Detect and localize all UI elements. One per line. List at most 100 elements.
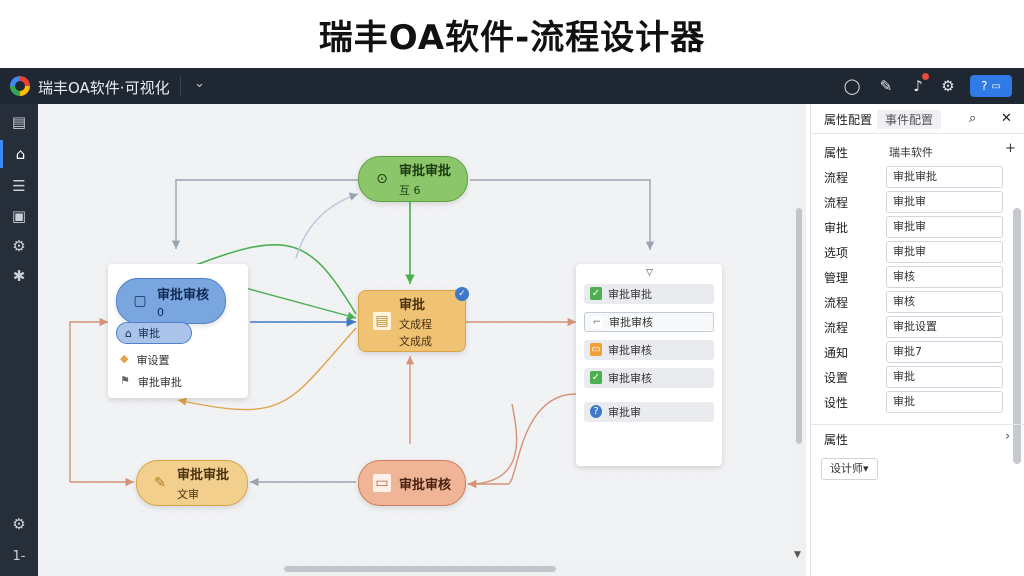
edge-right-to-bottom xyxy=(467,403,518,489)
prop-label: 流程 xyxy=(824,196,849,210)
properties-panel: 属性配置 事件配置 ⌕ ✕ 属性 瑞丰软件 + 流程 审批审批 流程 审批审 审… xyxy=(810,104,1024,576)
prop-input[interactable]: 审批审 xyxy=(886,191,1003,213)
scroll-thumb[interactable] xyxy=(284,566,556,572)
prop-label: 流程 xyxy=(824,321,849,335)
keyboard-icon: ▭ xyxy=(991,80,1001,92)
top-bar: 瑞丰OA软件·可视化 ⌄ ◯ ✎ ♪ ⚙ ? ▭ xyxy=(0,68,1024,104)
bell-icon[interactable]: ◯ xyxy=(843,77,861,95)
left-card-chip[interactable]: ⌂ 审批 xyxy=(116,322,192,344)
list-icon[interactable]: ☰ xyxy=(12,177,26,195)
edit-icon: ⌐ xyxy=(591,316,603,329)
prop-label: 审批 xyxy=(824,221,849,235)
flow-node-bottom-left[interactable]: ✎ 审批审批 文审 xyxy=(136,460,248,506)
help-icon: ? xyxy=(590,405,602,418)
node-title: 审批审批 xyxy=(399,164,452,179)
gear-icon[interactable]: ⚙ xyxy=(941,77,955,95)
edge-left-to-center-green xyxy=(237,285,357,320)
prop-label: 设置 xyxy=(824,371,849,385)
prop-label: 流程 xyxy=(824,171,849,185)
gear-icon-bottom[interactable]: ⚙ xyxy=(12,515,26,533)
rail-footer-label: 1- xyxy=(12,548,26,564)
prop-value: 瑞丰软件 xyxy=(889,146,933,159)
prop-label: 设性 xyxy=(824,396,849,410)
flow-node-bottom-center[interactable]: ▭ 审批审核 xyxy=(358,460,466,506)
designer-dropdown-button[interactable]: 设计师▾ xyxy=(821,458,878,480)
connector-layer xyxy=(69,179,655,489)
prop-input[interactable]: 审批 xyxy=(886,391,1003,413)
check-icon: ✓ xyxy=(590,371,602,384)
item-label: 审设置 xyxy=(136,354,170,367)
collapse-icon[interactable]: ▽ xyxy=(646,268,653,278)
left-toolbar: ▤ ⌂ ☰ ▣ ⚙ ✱ ⚙ 1- xyxy=(0,104,38,576)
right-card-row[interactable]: ? 审批审 xyxy=(584,402,714,422)
canvas-horizontal-scrollbar[interactable] xyxy=(38,562,806,576)
row-label: 审批审 xyxy=(608,406,641,419)
edge-left-to-top xyxy=(295,192,359,259)
prop-input[interactable]: 审批审 xyxy=(886,241,1003,263)
edit-icon: ✎ xyxy=(154,475,166,491)
gear-icon[interactable]: ✱ xyxy=(12,267,26,285)
row-label: 审批审核 xyxy=(608,344,652,357)
edge-top-to-right xyxy=(470,179,655,250)
edge-top-to-left xyxy=(171,179,358,249)
tab-events[interactable]: 事件配置 xyxy=(877,110,942,129)
left-card[interactable]: ▢ 审批审核 0 ⌂ 审批 ◆ 审设置 ⚑ 审批审批 xyxy=(108,264,248,398)
flow-canvas[interactable]: ⊙ 审批审批 互 6 ▤ 审批 文成程 文成成 ✓ ▢ 审批审核 0 ⌂ 审批 … xyxy=(38,104,806,576)
edge-center-to-left xyxy=(177,244,357,315)
flow-node-top[interactable]: ⊙ 审批审批 互 6 xyxy=(358,156,468,202)
home-icon[interactable]: ⌂ xyxy=(0,140,38,168)
app-window: 瑞丰OA软件·可视化 ⌄ ◯ ✎ ♪ ⚙ ? ▭ ▤ ⌂ ☰ ▣ ⚙ ✱ ⚙ 1… xyxy=(0,68,1024,576)
prop-input[interactable]: 审核 xyxy=(886,291,1003,313)
document-icon[interactable]: ▤ xyxy=(11,113,27,131)
flow-node-left[interactable]: ▢ 审批审核 0 xyxy=(116,278,226,324)
prop-input[interactable]: 审批7 xyxy=(886,341,1003,363)
prop-input[interactable]: 审批审 xyxy=(886,216,1003,238)
edge-bottom-to-right xyxy=(468,393,577,485)
prop-input[interactable]: 审批设置 xyxy=(886,316,1003,338)
right-card-row[interactable]: ⌐ 审批审核 xyxy=(584,312,714,332)
right-card-row[interactable]: ✓ 审批审核 xyxy=(584,368,714,388)
card-icon: ▭ xyxy=(373,474,391,492)
panel-scrollbar[interactable] xyxy=(1013,208,1021,464)
image-icon: ▤ xyxy=(373,312,391,330)
prop-label: 通知 xyxy=(824,346,849,360)
panel-tabs: 属性配置 事件配置 ⌕ ✕ xyxy=(811,104,1024,134)
home-icon: ⌂ xyxy=(125,326,132,340)
left-card-item[interactable]: ⚑ 审批审批 xyxy=(120,374,182,390)
node-title: 审批 xyxy=(399,297,426,313)
help-label: ? xyxy=(981,79,988,93)
document-icon: ▢ xyxy=(133,293,147,309)
prop-input[interactable]: 审核 xyxy=(886,266,1003,288)
page-banner: 瑞丰OA软件-流程设计器 xyxy=(0,0,1024,68)
right-card-row[interactable]: ✓ 审批审批 xyxy=(584,284,714,304)
divider xyxy=(811,424,1024,425)
node-subtitle-2: 文成成 xyxy=(399,334,432,348)
left-card-item[interactable]: ◆ 审设置 xyxy=(120,352,169,368)
canvas-vertical-scrollbar[interactable]: ▼ xyxy=(792,104,806,562)
right-card-row[interactable]: ▭ 审批审核 xyxy=(584,340,714,360)
chevron-right-icon[interactable]: › xyxy=(1005,429,1011,444)
node-title: 审批审核 xyxy=(157,287,210,303)
user-icon: ⚑ xyxy=(120,374,130,387)
node-title: 审批审核 xyxy=(399,477,452,493)
help-button[interactable]: ? ▭ xyxy=(970,75,1012,97)
clipboard-icon[interactable]: ▣ xyxy=(11,207,27,225)
item-label: 审批审批 xyxy=(137,376,182,389)
chevron-down-icon[interactable]: ▼ xyxy=(794,550,801,560)
prop-input[interactable]: 审批 xyxy=(886,366,1003,388)
prop-label: 选项 xyxy=(824,246,849,260)
add-icon[interactable]: + xyxy=(1005,141,1016,156)
tab-properties[interactable]: 属性配置 xyxy=(824,113,873,127)
chevron-down-icon[interactable]: ⌄ xyxy=(194,76,205,91)
close-icon[interactable]: ✕ xyxy=(1001,111,1012,126)
flow-node-center[interactable]: ▤ 审批 文成程 文成成 ✓ xyxy=(358,287,469,352)
notification-icon[interactable]: ♪ xyxy=(913,77,923,95)
right-card[interactable]: ▽ ✓ 审批审批 ⌐ 审批审核 ▭ 审批审核 ✓ 审批审核 ? 审批审 xyxy=(576,264,722,466)
settings-icon[interactable]: ⚙ xyxy=(12,237,26,255)
brush-icon[interactable]: ✎ xyxy=(879,77,893,95)
app-title: 瑞丰OA软件·可视化 xyxy=(38,79,170,97)
node-subtitle: 互 6 xyxy=(399,184,421,197)
search-icon[interactable]: ⌕ xyxy=(969,111,977,126)
prop-input[interactable]: 审批审批 xyxy=(886,166,1003,188)
scroll-thumb[interactable] xyxy=(796,208,802,444)
